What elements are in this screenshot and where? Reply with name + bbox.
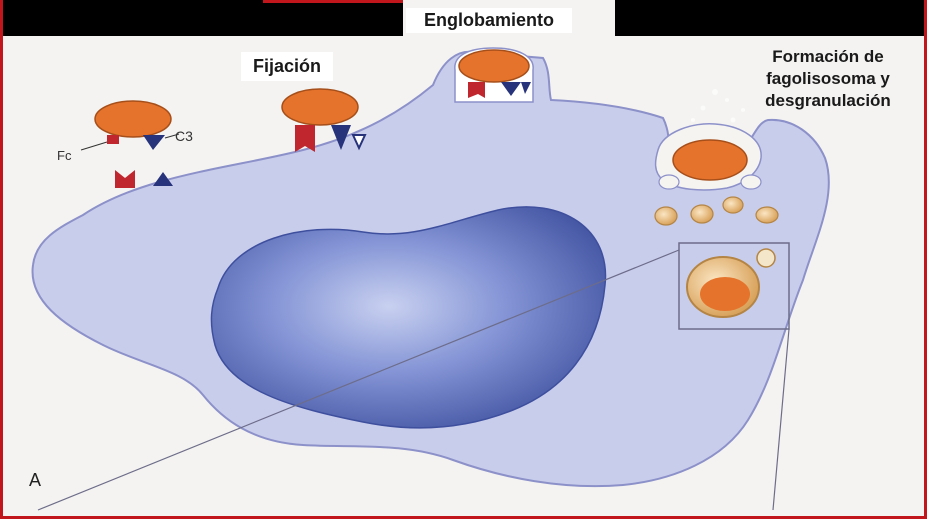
label-formacion: Formación de fagolisosoma y desgranulaci… [735,46,921,112]
opsonized-particle [81,101,179,150]
ingested-particle [673,140,747,180]
panel-label: A [29,470,41,491]
label-englobamiento: Englobamiento [406,8,572,33]
label-fijacion: Fijación [241,52,333,81]
label-formacion-line3: desgranulación [735,90,921,112]
label-formacion-line2: fagolisosoma y [735,68,921,90]
label-formacion-line1: Formación de [735,46,921,68]
label-c3: C3 [175,128,193,144]
membrane-receptors-left [115,170,173,188]
label-fc: Fc [57,148,71,163]
